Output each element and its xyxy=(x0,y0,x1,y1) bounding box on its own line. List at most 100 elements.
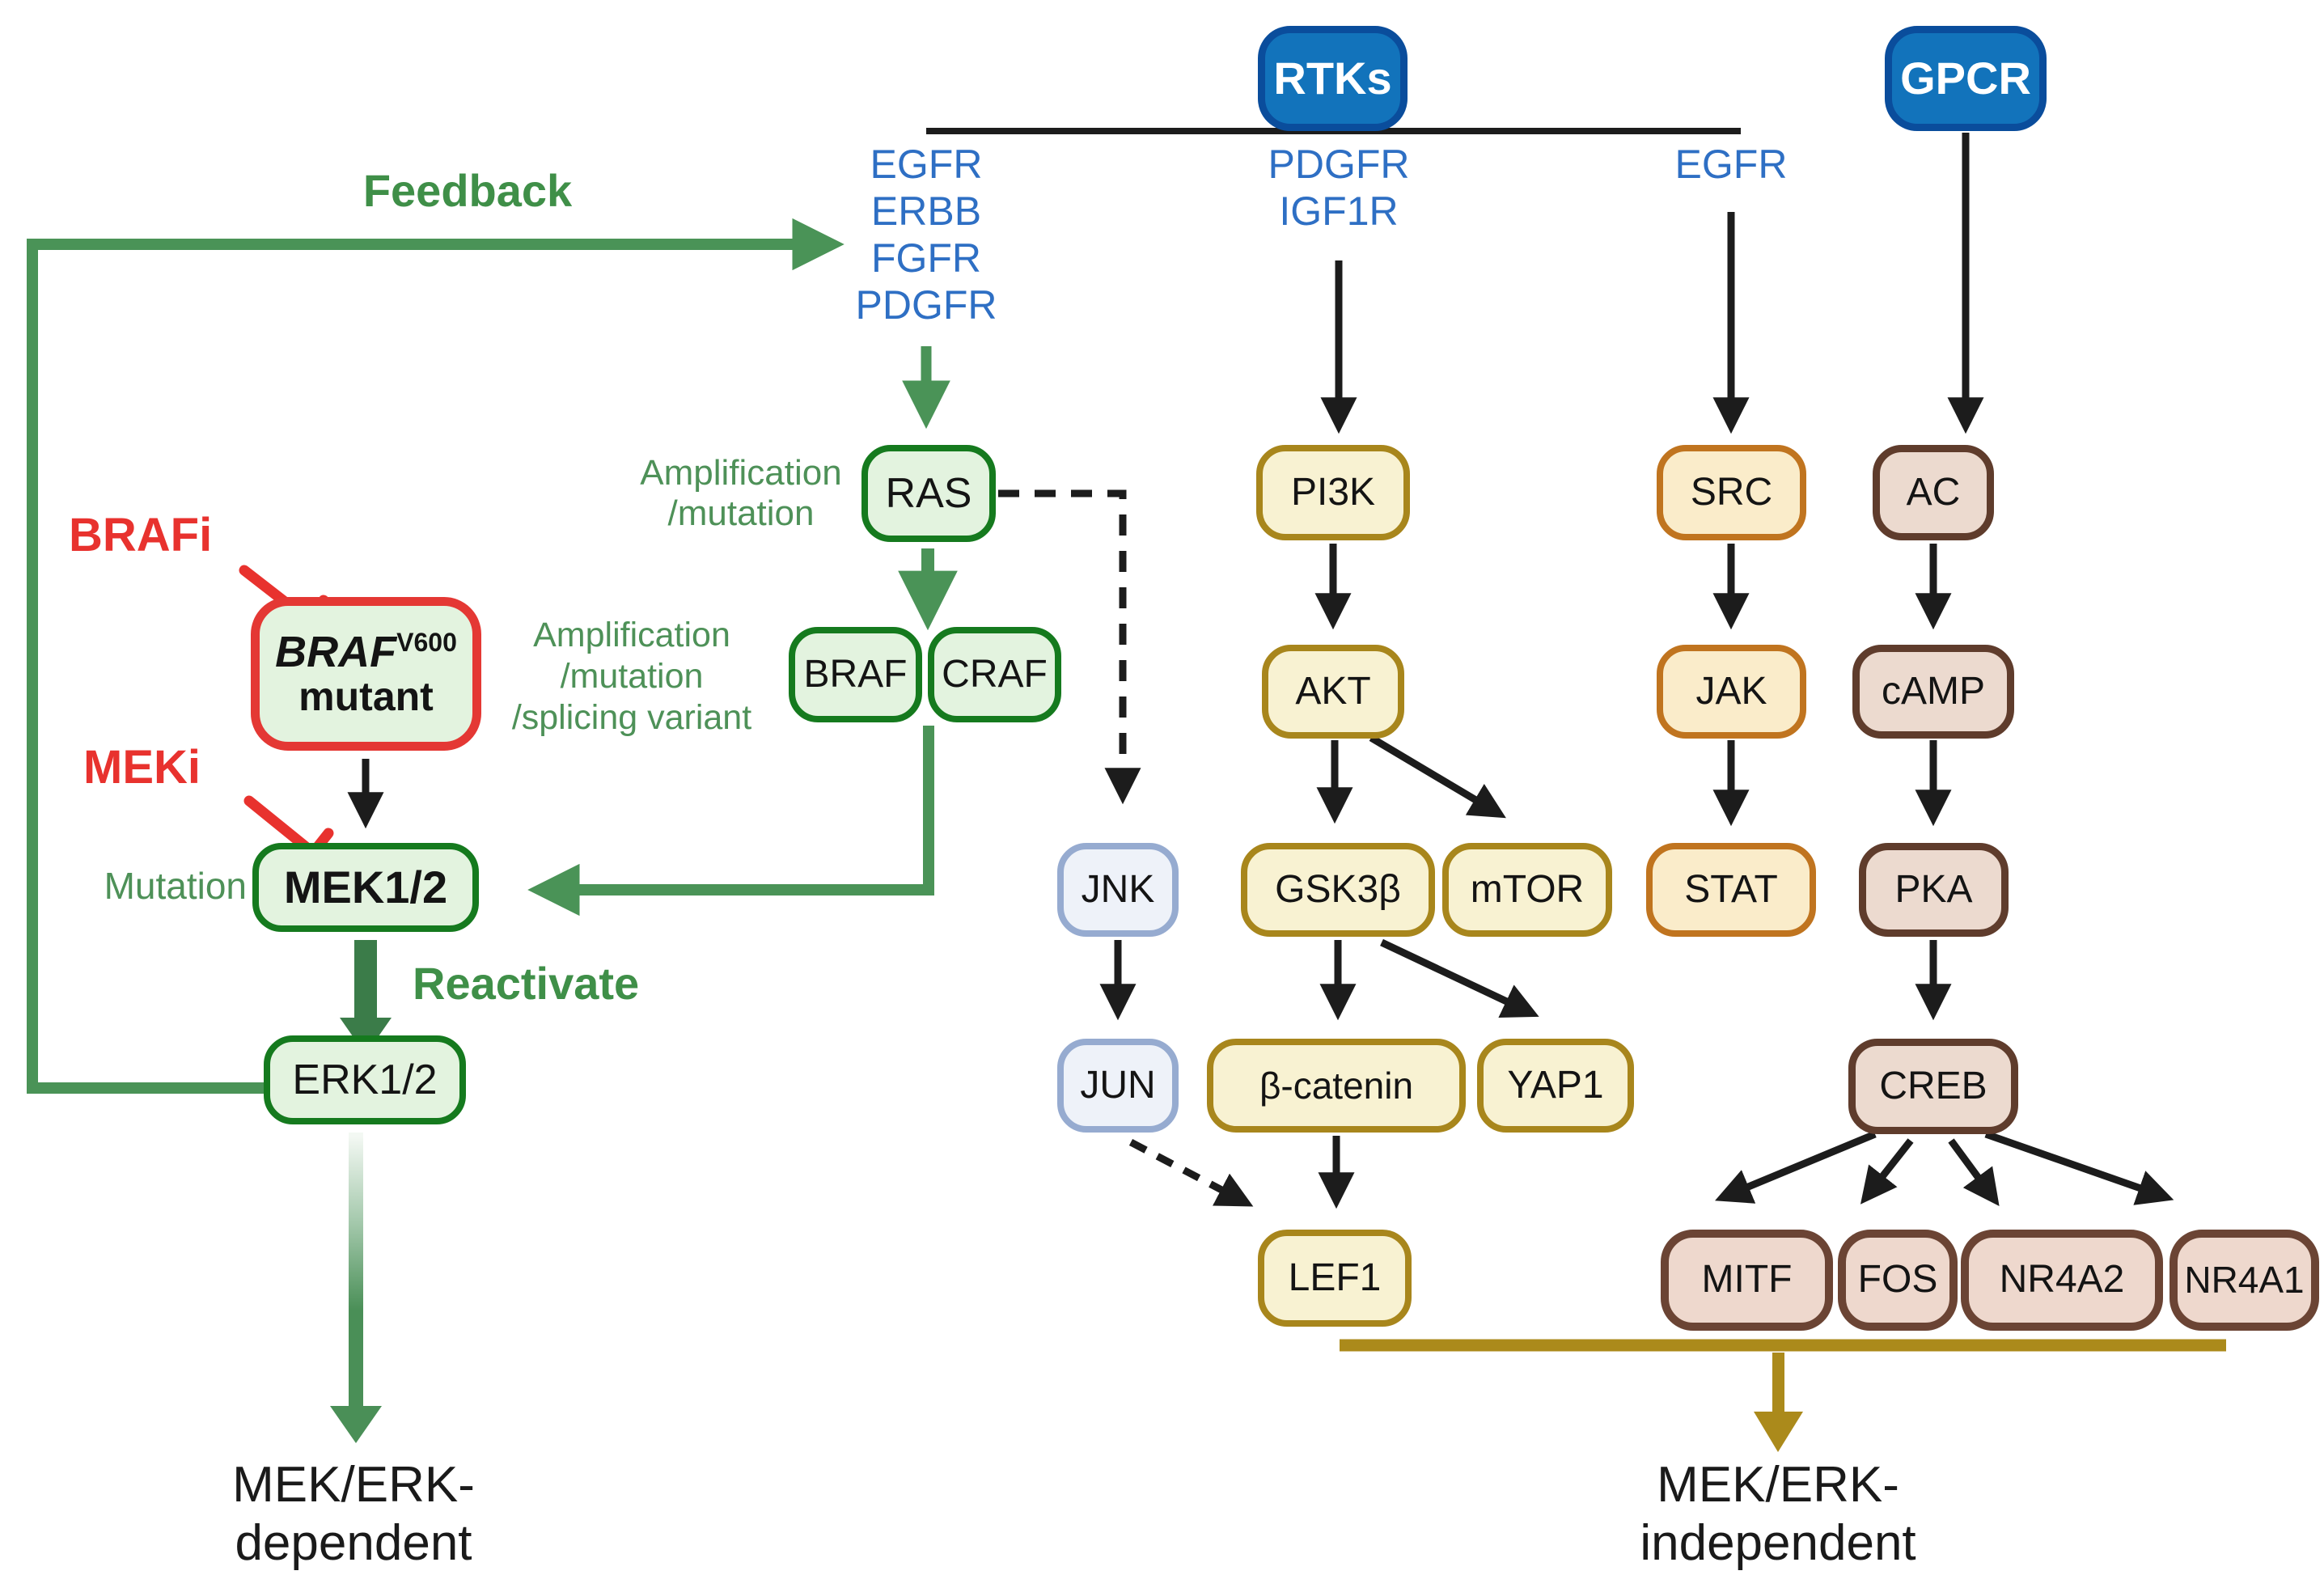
mitf-label: MITF xyxy=(1701,1258,1793,1302)
receptor-list-1: EGFR ERBB FGFR PDGFR xyxy=(825,141,1027,328)
gold-collector xyxy=(1340,1339,2226,1452)
pi3k-label: PI3K xyxy=(1290,470,1376,514)
receptor-erbb: ERBB xyxy=(870,188,982,234)
nr4a2-label: NR4A2 xyxy=(1999,1258,2125,1302)
amplification-mutation-label: Amplification /mutation xyxy=(603,453,878,534)
src-node: SRC xyxy=(1657,445,1806,540)
bcatenin-node: β-catenin xyxy=(1207,1039,1466,1133)
mutation-label: Mutation xyxy=(104,865,247,907)
akt-node: AKT xyxy=(1262,645,1404,739)
braf-v600-mutant-node: BRAFV600 mutant xyxy=(251,597,481,751)
ac-node: AC xyxy=(1873,445,1994,540)
nr4a1-label: NR4A1 xyxy=(2184,1259,2305,1302)
gpcr-pill: GPCR xyxy=(1885,26,2047,131)
meki-inhibit-line xyxy=(243,795,315,855)
pi3k-node: PI3K xyxy=(1256,445,1410,540)
black-arrows xyxy=(347,128,2174,1209)
erk-node: ERK1/2 xyxy=(264,1035,466,1124)
akt-label: AKT xyxy=(1295,669,1371,713)
independent-line1: MEK/ERK- xyxy=(1657,1457,1899,1513)
reactivate-label: Reactivate xyxy=(413,958,640,1009)
feedback-loop xyxy=(27,218,845,1094)
amp-splice-line2: /mutation xyxy=(560,657,704,696)
amp-splice-line3: /splicing variant xyxy=(511,698,752,737)
craf-label: CRAF xyxy=(942,652,1048,696)
gpcr-label: GPCR xyxy=(1900,52,2031,104)
ac-label: AC xyxy=(1906,470,1961,514)
camp-label: cAMP xyxy=(1881,669,1985,713)
arrow-creb-to-mitf xyxy=(1715,1130,1877,1204)
lef1-node: LEF1 xyxy=(1258,1230,1412,1327)
braf-mutant-superscript: V600 xyxy=(396,628,457,658)
brafi-label: BRAFi xyxy=(69,509,213,561)
fos-node: FOS xyxy=(1838,1230,1958,1331)
arrow-erk-to-dependent xyxy=(330,1133,382,1443)
rtks-pill: RTKs xyxy=(1258,26,1408,131)
jak-label: JAK xyxy=(1695,669,1767,713)
arrow-creb-to-nr4a1 xyxy=(1984,1130,2174,1205)
outcome-independent-label: MEK/ERK- independent xyxy=(1576,1456,1980,1573)
mtor-label: mTOR xyxy=(1470,867,1585,911)
arrow-gsk3b-to-yap1 xyxy=(1380,938,1539,1018)
receptor-pdgfr: PDGFR xyxy=(855,282,997,328)
amplification-mutation-splicing-label: Amplification /mutation /splicing varian… xyxy=(470,615,794,739)
stat-node: STAT xyxy=(1646,843,1816,937)
rtks-label: RTKs xyxy=(1273,52,1392,104)
green-arrows xyxy=(27,218,958,1094)
receptor-egfr-3: EGFR xyxy=(1674,142,1788,187)
mek-node: MEK1/2 xyxy=(252,843,479,932)
receptor-egfr: EGFR xyxy=(870,142,983,187)
arrow-akt-to-mtor xyxy=(1369,735,1506,819)
jnk-label: JNK xyxy=(1081,867,1155,911)
gsk3b-label: GSK3β xyxy=(1275,867,1401,911)
mtor-node: mTOR xyxy=(1442,843,1612,937)
braf-node: BRAF xyxy=(789,627,922,722)
fos-label: FOS xyxy=(1857,1258,1938,1302)
pka-label: PKA xyxy=(1894,867,1973,911)
arrow-creb-to-nr4a2 xyxy=(1948,1138,2000,1207)
dashed-arrows xyxy=(998,489,1254,1207)
feedback-label: Feedback xyxy=(362,165,573,216)
outcome-dependent-label: MEK/ERK- dependent xyxy=(151,1456,556,1573)
braf-mutant-gene: BRAFV600 xyxy=(275,629,457,675)
ras-label: RAS xyxy=(885,469,972,517)
jnk-node: JNK xyxy=(1057,843,1179,937)
receptor-pdgfr-2: PDGFR xyxy=(1268,142,1410,187)
creb-label: CREB xyxy=(1879,1064,1987,1107)
camp-node: cAMP xyxy=(1852,645,2014,739)
dashed-ras-to-jnk xyxy=(998,489,1141,805)
jak-node: JAK xyxy=(1657,645,1806,739)
nr4a1-node: NR4A1 xyxy=(2169,1230,2319,1331)
dashed-jun-to-lef1 xyxy=(1128,1139,1254,1207)
braf-mutant-gene-text: BRAF xyxy=(275,628,397,677)
receptor-list-2: PDGFR IGF1R xyxy=(1238,141,1440,235)
src-label: SRC xyxy=(1690,470,1773,514)
creb-node: CREB xyxy=(1848,1039,2018,1134)
pka-node: PKA xyxy=(1859,843,2009,937)
jun-node: JUN xyxy=(1057,1039,1179,1133)
mitf-node: MITF xyxy=(1661,1230,1833,1331)
braf-mutant-line2: mutant xyxy=(298,674,434,720)
braf-label: BRAF xyxy=(803,652,908,696)
amp-mut-line2: /mutation xyxy=(667,493,815,533)
yap1-node: YAP1 xyxy=(1477,1039,1634,1133)
ras-node: RAS xyxy=(861,445,996,542)
amp-mut-line1: Amplification xyxy=(640,453,842,493)
erk-label: ERK1/2 xyxy=(292,1056,438,1103)
yap1-label: YAP1 xyxy=(1507,1063,1604,1107)
stat-label: STAT xyxy=(1684,867,1778,911)
arrow-craf-to-mek xyxy=(527,726,934,917)
receptor-igf1r: IGF1R xyxy=(1279,188,1399,234)
dependent-line2: dependent xyxy=(235,1515,472,1571)
nr4a2-node: NR4A2 xyxy=(1961,1230,2163,1331)
bcatenin-label: β-catenin xyxy=(1259,1064,1414,1107)
dependent-line1: MEK/ERK- xyxy=(232,1457,475,1513)
lef1-label: LEF1 xyxy=(1288,1255,1382,1299)
meki-label: MEKi xyxy=(83,741,201,794)
receptor-fgfr: FGFR xyxy=(870,235,982,281)
arrow-creb-to-fos xyxy=(1860,1138,1914,1205)
independent-line2: independent xyxy=(1640,1515,1916,1571)
mek-label: MEK1/2 xyxy=(283,861,448,912)
